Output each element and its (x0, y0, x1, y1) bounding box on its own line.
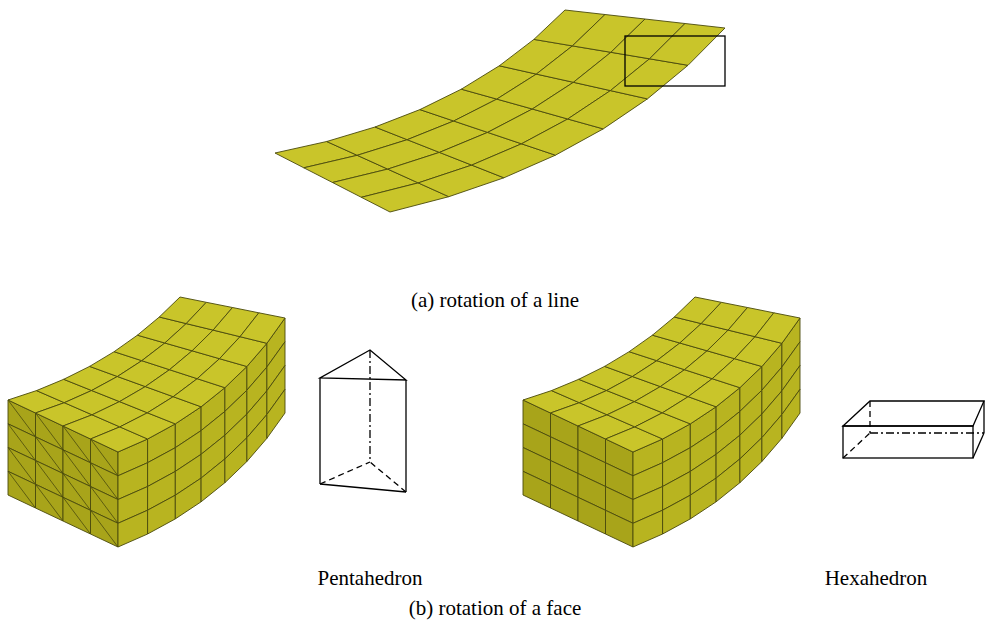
end-face-cell (8, 471, 36, 508)
side-face-cell (740, 438, 762, 483)
surface-cell (610, 59, 688, 99)
triangle-diagonal (91, 510, 119, 547)
side-face-cell (716, 459, 740, 502)
end-face-cell (91, 510, 119, 547)
side-face-cell (267, 389, 285, 438)
surface-cell (650, 24, 726, 66)
surface-cell (755, 313, 800, 344)
end-face-cell (551, 484, 579, 521)
end-face-cell (523, 471, 551, 508)
end-face-cell (63, 497, 91, 534)
end-face-cell (606, 510, 634, 547)
side-face-cell (118, 510, 148, 547)
triangle-diagonal (63, 497, 91, 534)
surface-cell (240, 313, 285, 344)
element-quad-symbol (625, 36, 725, 86)
element-name: Pentahedron (318, 566, 423, 591)
side-face-cell (247, 415, 267, 462)
end-face-cell (578, 497, 606, 534)
side-face-cell (762, 415, 782, 462)
side-face-cell (175, 478, 201, 519)
pentahedron-symbol (320, 350, 406, 492)
subfigure-caption: (b) rotation of a face (409, 596, 582, 621)
element-name: Hexahedron (825, 566, 928, 591)
end-face-cell (36, 484, 64, 521)
hexahedron-symbol (843, 401, 984, 458)
side-face-cell (690, 478, 716, 519)
subfigure-caption: (a) rotation of a line (411, 288, 579, 313)
side-face-cell (633, 510, 663, 547)
side-face-cell (201, 459, 225, 502)
side-face-cell (663, 495, 691, 534)
side-face-cell (225, 438, 247, 483)
side-face-cell (148, 495, 176, 534)
triangle-diagonal (36, 484, 64, 521)
side-face-cell (782, 389, 800, 438)
triangle-diagonal (8, 471, 36, 508)
